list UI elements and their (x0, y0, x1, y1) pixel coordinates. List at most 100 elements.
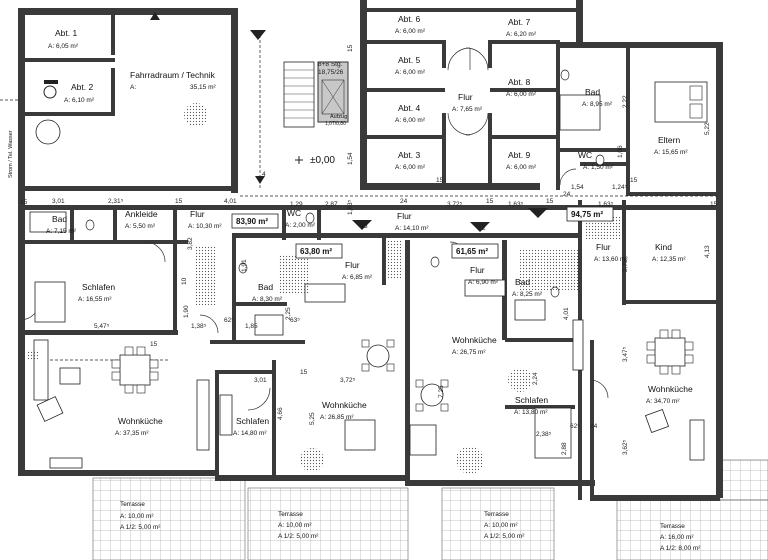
vdim-288: 2,88 (561, 442, 568, 455)
vdim-191: 1,91 (241, 259, 248, 272)
dim-129: 1,29 (290, 201, 303, 208)
room-wk1-name: Wohnküche (118, 416, 163, 426)
room-wc1-name: WC (287, 208, 301, 218)
vdim-106: 1,06 (617, 145, 624, 158)
dim-372b: 3,72⁵ (340, 377, 356, 384)
room-abt3-name: Abt. 3 (398, 150, 420, 160)
dim-24b: 24 (563, 191, 571, 198)
room-wk2-area: A: 26,85 m² (320, 414, 354, 421)
room-wk2-name: Wohnküche (322, 400, 367, 410)
vdim-347: 3,47⁵ (622, 346, 629, 362)
room-abt7-name: Abt. 7 (508, 17, 530, 27)
terrace-4-area (616, 499, 768, 560)
room-flur-k-name: Flur (458, 92, 473, 102)
dim-62: 62⁵ (224, 317, 234, 324)
room-abt3-area: A: 6,00 m² (395, 164, 426, 171)
room-flur3-name: Flur (470, 265, 485, 275)
room-schlafen2-area: A: 14,80 m² (233, 430, 267, 437)
marker-3: 3 (364, 223, 368, 230)
terrace1-half: A 1/2: 5,00 m² (120, 524, 161, 531)
room-ankleide-area: A: 5,50 m² (125, 223, 156, 230)
room-flur-k-area: A: 7,65 m² (452, 106, 483, 113)
vdim-525: 5,25 (309, 412, 316, 425)
terrace2-area: A: 10,00 m² (278, 522, 312, 529)
terrace4-name: Terrasse (660, 523, 685, 530)
dim-287: 2,87 (325, 201, 338, 208)
room-bad2-area: A: 8,30 m² (252, 296, 283, 303)
room-flur2-area: A: 6,85 m² (342, 274, 373, 281)
terrace3-name: Terrasse (484, 511, 509, 518)
furniture (28, 69, 708, 474)
room-bad3-name: Bad (515, 277, 530, 287)
room-bad2-name: Bad (258, 282, 273, 292)
room-flur-t-area: A: 14,10 m² (395, 225, 429, 232)
dim-15d: 15 (300, 369, 308, 376)
dim-372: 3,72⁵ (447, 201, 463, 208)
dimensions: 2,31⁵ 3,01 15 4,01 1,29 2,87 24 3,72⁵ 15… (20, 44, 718, 455)
room-flur4-area: A: 13,60 m² (594, 256, 628, 263)
room-flur2-name: Flur (345, 260, 360, 270)
dim-238: 2,38⁵ (536, 431, 552, 438)
room-flur4-name: Flur (596, 242, 611, 252)
utility-label: Strom / Tel. Wasser (8, 130, 14, 178)
room-abt1-name: Abt. 1 (55, 28, 77, 38)
dim-401: 4,01 (224, 198, 237, 205)
room-labels: Abt. 1 A: 6,05 m² Abt. 2 A: 6,10 m² Fahr… (46, 14, 693, 437)
room-abt4-area: A: 6,00 m² (395, 117, 426, 124)
vdim-522: 5,22 (704, 122, 711, 135)
unit2-area: 63,80 m² (300, 247, 332, 256)
misc-labels: ±0,00 8+8 Stg. 18,75/26 Aufzug 1,07/0,80… (8, 61, 540, 232)
dim-124: 1,24⁵ (612, 184, 628, 191)
terrace-1-area (92, 477, 246, 560)
dim-185: 1,85 (245, 323, 258, 330)
room-bad-r-name: Bad (585, 87, 600, 97)
room-fahrrad-name: Fahrradraum / Technik (130, 70, 216, 80)
dim-138: 1,38⁵ (191, 323, 207, 330)
room-schlafen3-name: Schlafen (515, 395, 548, 405)
marker-2: 2 (482, 225, 486, 232)
room-abt9-name: Abt. 9 (508, 150, 530, 160)
room-bad-r-area: A: 8,95 m² (582, 101, 613, 108)
terrace-4-ext (717, 459, 768, 501)
dim-15f: 15 (436, 177, 444, 184)
room-kind-area: A: 12,35 m² (652, 256, 686, 263)
terrace3-half: A 1/2: 5,00 m² (484, 533, 525, 540)
room-abt8-name: Abt. 8 (508, 77, 530, 87)
vdim-275: 2,75 (622, 259, 629, 272)
dim-24a: 24 (400, 198, 408, 205)
stairs-label: 8+8 Stg. (318, 61, 343, 68)
dim-63: 63⁵ (290, 317, 300, 324)
room-schlafen3-area: A: 13,80 m² (514, 409, 548, 416)
lift-label: Aufzug (330, 114, 347, 120)
room-abt6-name: Abt. 6 (398, 14, 420, 24)
room-wk1-area: A: 37,35 m² (115, 430, 149, 437)
section-markers (150, 12, 548, 232)
room-flur3-area: A: 6,90 m² (468, 279, 499, 286)
vdim-382: 3,82 (187, 237, 194, 250)
dim-301b: 3,01 (254, 377, 267, 384)
room-bad3-area: A: 8,25 m² (512, 291, 543, 298)
terrace4-area: A: 16,00 m² (660, 534, 694, 541)
room-abt5-name: Abt. 5 (398, 55, 420, 65)
dim-547: 5,47⁵ (94, 323, 110, 330)
vdim-401: 4,01 (563, 307, 570, 320)
vdim-190: 1,90 (183, 305, 190, 318)
terrace2-half: A 1/2: 5,00 m² (278, 533, 319, 540)
marker-4: 4 (262, 171, 266, 178)
room-schlafen1-area: A: 16,55 m² (78, 296, 112, 303)
room-abt2-name: Abt. 2 (71, 82, 93, 92)
vdim-225: 2,25 (285, 307, 292, 320)
room-schlafen2-name: Schlafen (236, 416, 269, 426)
room-kind-name: Kind (655, 242, 672, 252)
vdim-222: 2,22 (622, 95, 629, 108)
level-mark: ±0,00 (310, 155, 335, 166)
vdim-224: 2,24 (532, 372, 539, 385)
unit3-area: 61,65 m² (456, 247, 488, 256)
vdim-362: 3,62⁵ (622, 439, 629, 455)
room-abt7-area: A: 6,20 m² (506, 31, 537, 38)
dim-15g: 15 (630, 177, 638, 184)
room-bad1-name: Bad (52, 214, 67, 224)
room-flur1-name: Flur (190, 209, 205, 219)
room-flur-t-name: Flur (397, 211, 412, 221)
dashed-lines (0, 30, 720, 361)
